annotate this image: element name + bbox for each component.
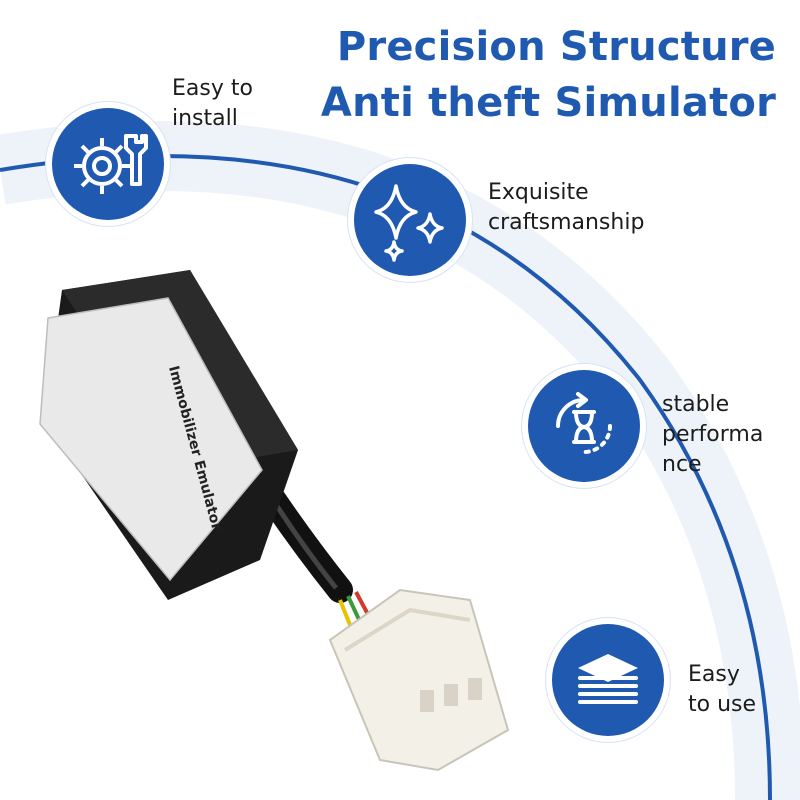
- feature-badge-performance: [528, 370, 640, 482]
- feature-badge-install: [52, 108, 164, 220]
- page-title-line-2: Anti theft Simulator: [320, 80, 776, 126]
- feature-label-craftsmanship: Exquisite craftsmanship: [488, 180, 645, 235]
- feature-label-easy-use: Easy to use: [688, 662, 757, 717]
- page-title-line-1: Precision Structure: [336, 24, 776, 70]
- layers-icon: [578, 654, 638, 704]
- gear-wrench-icon: [74, 134, 148, 194]
- feature-badge-craftsmanship: [354, 164, 466, 276]
- hourglass-icon: [556, 392, 612, 454]
- feature-label-performance: stable performa nce: [662, 392, 764, 477]
- sparkle-icon: [374, 184, 444, 262]
- feature-label-install: Easy to install: [172, 76, 253, 131]
- feature-badge-easy-use: [552, 624, 664, 736]
